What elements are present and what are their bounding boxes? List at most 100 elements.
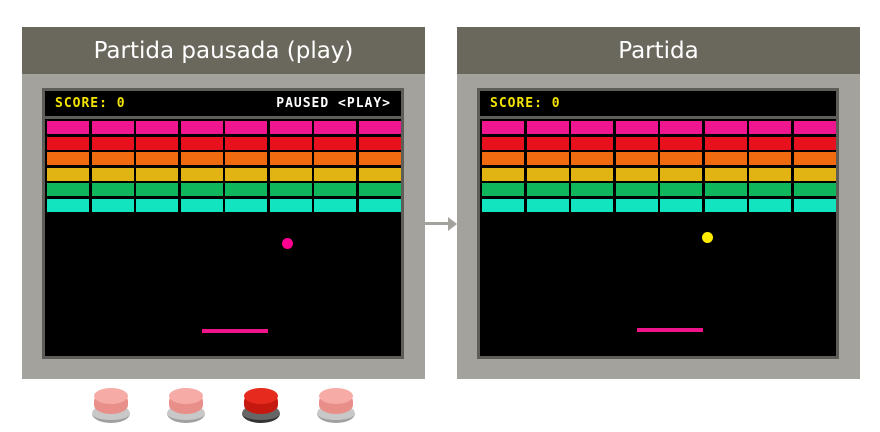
brick xyxy=(269,183,312,196)
brick xyxy=(358,183,401,196)
brick xyxy=(482,121,524,134)
brick xyxy=(225,121,267,134)
arcade-button-2[interactable] xyxy=(167,388,205,424)
paddle[interactable] xyxy=(637,328,703,332)
brick xyxy=(47,198,89,212)
score-label: SCORE: 0 xyxy=(55,96,126,111)
brick xyxy=(358,198,401,212)
brick xyxy=(660,198,702,212)
brick xyxy=(526,136,569,150)
brick xyxy=(91,198,134,212)
brick xyxy=(704,167,747,181)
brick xyxy=(793,121,836,134)
brick xyxy=(225,136,267,150)
brick xyxy=(615,152,658,165)
paddle[interactable] xyxy=(202,329,268,333)
button-top xyxy=(169,388,203,404)
arcade-button-4[interactable] xyxy=(317,388,355,424)
brick xyxy=(704,183,747,196)
brick xyxy=(526,121,569,134)
hud: SCORE: 0 PAUSED <PLAY> xyxy=(45,91,401,115)
brick xyxy=(749,136,791,150)
brick xyxy=(136,198,178,212)
brick xyxy=(793,136,836,150)
brick xyxy=(793,167,836,181)
brick xyxy=(482,167,524,181)
hud-divider xyxy=(45,116,401,119)
brick xyxy=(225,152,267,165)
arrow-right-icon xyxy=(448,217,457,231)
brick xyxy=(180,152,223,165)
ball xyxy=(282,238,293,249)
paused-status: PAUSED <PLAY> xyxy=(276,96,391,111)
brick xyxy=(269,167,312,181)
brick xyxy=(704,136,747,150)
brick xyxy=(615,121,658,134)
brick xyxy=(571,167,613,181)
brick xyxy=(91,167,134,181)
brick xyxy=(571,136,613,150)
brick xyxy=(571,152,613,165)
brick xyxy=(660,152,702,165)
brick xyxy=(482,183,524,196)
brick xyxy=(47,121,89,134)
brick xyxy=(571,183,613,196)
brick xyxy=(571,198,613,212)
brick xyxy=(526,167,569,181)
brick xyxy=(136,136,178,150)
brick xyxy=(749,198,791,212)
brick xyxy=(749,121,791,134)
button-top xyxy=(319,388,353,404)
game-screen[interactable]: SCORE: 0 PAUSED <PLAY> xyxy=(42,88,404,359)
brick xyxy=(615,167,658,181)
brick xyxy=(180,167,223,181)
brick xyxy=(314,198,356,212)
arcade-button-3[interactable] xyxy=(242,388,280,424)
brick xyxy=(704,152,747,165)
brick xyxy=(482,152,524,165)
brick xyxy=(91,152,134,165)
brick xyxy=(180,136,223,150)
brick xyxy=(225,183,267,196)
brick xyxy=(314,121,356,134)
brick xyxy=(482,198,524,212)
brick xyxy=(615,183,658,196)
brick xyxy=(136,152,178,165)
brick xyxy=(225,167,267,181)
paused-game-panel: Partida pausada (play) SCORE: 0 PAUSED <… xyxy=(22,27,425,379)
brick xyxy=(704,121,747,134)
brick xyxy=(526,198,569,212)
game-screen[interactable]: SCORE: 0 xyxy=(477,88,839,359)
brick xyxy=(269,121,312,134)
brick xyxy=(660,136,702,150)
brick xyxy=(136,167,178,181)
brick xyxy=(91,136,134,150)
hud-divider xyxy=(480,116,836,119)
brick xyxy=(47,152,89,165)
brick xyxy=(91,121,134,134)
brick xyxy=(180,183,223,196)
brick xyxy=(47,167,89,181)
brick xyxy=(314,152,356,165)
brick xyxy=(793,183,836,196)
score-label: SCORE: 0 xyxy=(490,96,561,111)
brick xyxy=(615,198,658,212)
brick xyxy=(136,183,178,196)
brick xyxy=(269,198,312,212)
brick xyxy=(47,136,89,150)
brick xyxy=(314,136,356,150)
brick xyxy=(749,152,791,165)
brick xyxy=(91,183,134,196)
brick xyxy=(136,121,178,134)
brick xyxy=(225,198,267,212)
brick xyxy=(660,167,702,181)
hud: SCORE: 0 xyxy=(480,91,836,115)
arcade-button-1[interactable] xyxy=(92,388,130,424)
brick xyxy=(358,136,401,150)
brick xyxy=(749,183,791,196)
brick xyxy=(526,183,569,196)
brick xyxy=(793,152,836,165)
brick xyxy=(793,198,836,212)
brick xyxy=(358,167,401,181)
brick xyxy=(571,121,613,134)
